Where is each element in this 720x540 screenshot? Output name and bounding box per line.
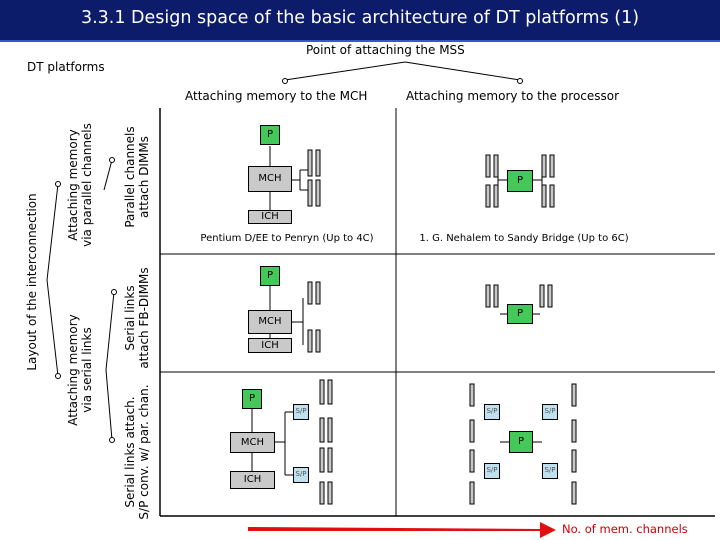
sp-converter: S/P (542, 463, 558, 479)
mch-block: MCH (248, 310, 292, 334)
sp-converter: S/P (484, 463, 500, 479)
cell-mch-parallel (269, 146, 321, 210)
cell-proc-parallel (485, 154, 555, 208)
processor-block: P (509, 431, 533, 453)
ich-block: ICH (230, 471, 275, 489)
processor-block: P (242, 389, 262, 409)
parallel-dimms-line1: Parallel channels (123, 126, 137, 228)
no-mem-channels-label: No. of mem. channels (562, 522, 688, 536)
serial-sp-label: Serial links attach. S/P conv. w/ par. c… (123, 384, 151, 519)
attach-mch-label: Attaching memory to the MCH (185, 89, 368, 103)
slide-title: 3.3.1 Design space of the basic architec… (80, 8, 640, 28)
grid-lines (159, 108, 715, 517)
attach-serial-line1: Attaching memory (66, 314, 80, 426)
attach-parallel-label: Attaching memory via parallel channels (66, 123, 94, 247)
ich-block: ICH (248, 338, 292, 353)
mch-block: MCH (230, 432, 275, 453)
attach-serial-label: Attaching memory via serial links (66, 314, 94, 425)
cell-mch-sp (251, 379, 333, 505)
title-bar (0, 0, 720, 42)
attach-processor-label: Attaching memory to the processor (406, 89, 620, 103)
processor-block: P (260, 125, 280, 145)
cell-proc-fbdimm (485, 284, 553, 315)
serial-sp-line1: Serial links attach. (123, 396, 137, 508)
attach-serial-line2: via serial links (80, 327, 94, 413)
dt-platforms-label: DT platforms (27, 60, 105, 74)
attach-parallel-line2: via parallel channels (80, 123, 94, 247)
sp-converter: S/P (293, 404, 309, 420)
top-tree (282, 61, 523, 84)
point-of-attaching-label: Point of attaching the MSS (306, 43, 465, 57)
cell-mch-fbdimm (269, 281, 321, 353)
sp-converter: S/P (542, 404, 558, 420)
attach-parallel-line1: Attaching memory (66, 129, 80, 241)
layout-interconnection-label: Layout of the interconnection (25, 193, 39, 371)
sp-converter: S/P (293, 467, 309, 483)
sp-converter: S/P (484, 404, 500, 420)
processor-block: P (507, 304, 533, 324)
mch-parallel-caption: Pentium D/EE to Penryn (Up to 4C) (200, 233, 374, 244)
mem-channels-arrow (248, 522, 556, 538)
serial-fbdimm-line1: Serial links (123, 285, 137, 351)
serial-fbdimm-label: Serial links attach FB-DIMMs (123, 267, 151, 368)
parallel-dimms-label: Parallel channels attach DIMMs (123, 126, 151, 227)
proc-parallel-caption: 1. G. Nehalem to Sandy Bridge (Up to 6C) (419, 233, 629, 244)
ich-block: ICH (248, 210, 292, 224)
processor-block: P (260, 266, 280, 286)
serial-fbdimm-line2: attach FB-DIMMs (137, 267, 151, 369)
cell-proc-sp (469, 383, 577, 505)
left-tree (46, 157, 117, 443)
processor-block: P (507, 170, 533, 192)
serial-sp-line2: S/P conv. w/ par. chan. (137, 384, 151, 520)
mch-block: MCH (248, 166, 292, 192)
parallel-dimms-line2: attach DIMMs (137, 136, 151, 218)
